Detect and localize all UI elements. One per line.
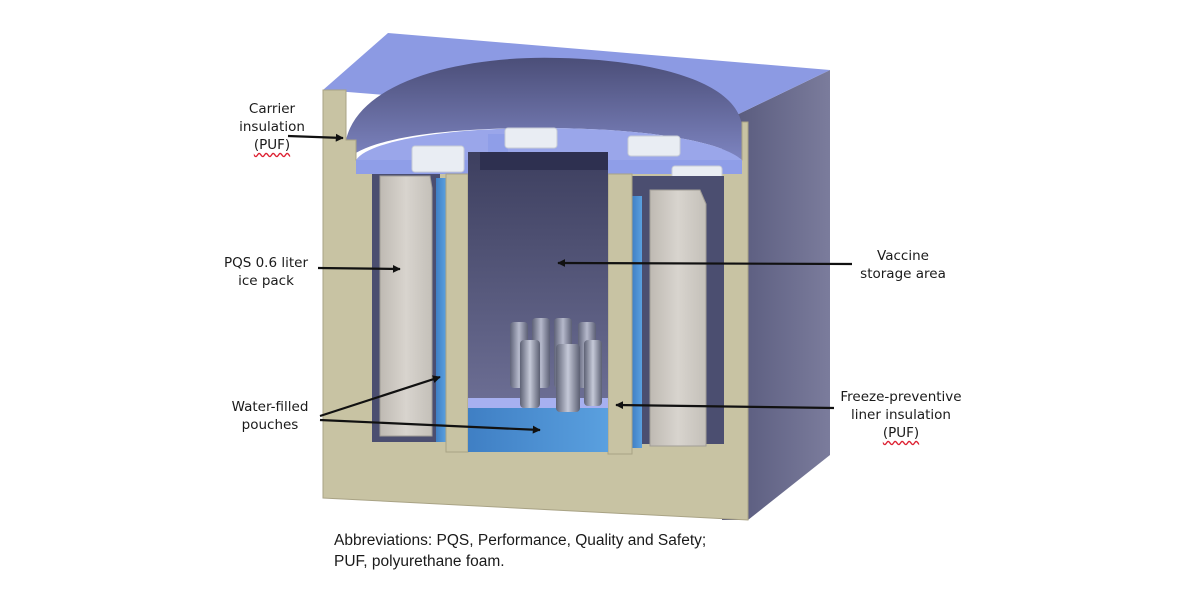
vial [584,340,602,406]
arrow-vaccine-storage [557,259,853,268]
arrow-freeze-liner [615,401,835,410]
label-vaccine-storage: Vaccine storage area [848,247,958,283]
right-ice-pack [649,189,707,447]
lid-block [627,135,681,157]
right-water-pouch [632,196,642,448]
abbreviation-line: PUF, polyurethane foam. [334,553,505,570]
arrow-water-pouch-bottom [319,418,541,434]
vial [556,344,580,412]
label-line: ice pack [238,273,294,289]
label-line: Water-filled [231,399,309,415]
abbreviation-line: Abbreviations: PQS, Performance, Quality… [334,532,707,549]
label-line: storage area [860,266,946,282]
pointer-arrows [287,133,853,434]
label-line: (PUF) [253,137,291,153]
left-ice-pack [379,175,433,437]
label-ice-pack: PQS 0.6 liter ice pack [214,254,318,290]
liner-left-wall [445,173,469,453]
lid-block [504,127,558,149]
label-carrier-insulation: Carrier insulation (PUF) [232,100,312,154]
abbreviations-note: Abbreviations: PQS, Performance, Quality… [334,530,706,572]
arrow-ice-pack [317,264,401,273]
label-line: pouches [241,417,299,433]
vaccine-vials [510,318,602,412]
label-line: Carrier [248,101,296,117]
label-freeze-liner: Freeze-preventive liner insulation (PUF) [826,388,976,442]
label-line: liner insulation [851,407,951,423]
lid-block [411,145,465,173]
label-line: (PUF) [882,425,920,441]
storage-back-wall [480,152,608,170]
left-water-pouch [436,178,446,442]
liner-right-wall [607,173,633,455]
lid-recess [346,57,742,160]
label-line: Vaccine [877,248,929,264]
arrow-carrier-insulation [287,133,344,142]
label-line: PQS 0.6 liter [223,255,309,271]
label-line: Freeze-preventive [840,389,962,405]
label-line: insulation [239,119,305,135]
vial [520,340,540,408]
label-water-pouches: Water-filled pouches [222,398,318,434]
arrow-water-pouch-left [319,375,441,418]
